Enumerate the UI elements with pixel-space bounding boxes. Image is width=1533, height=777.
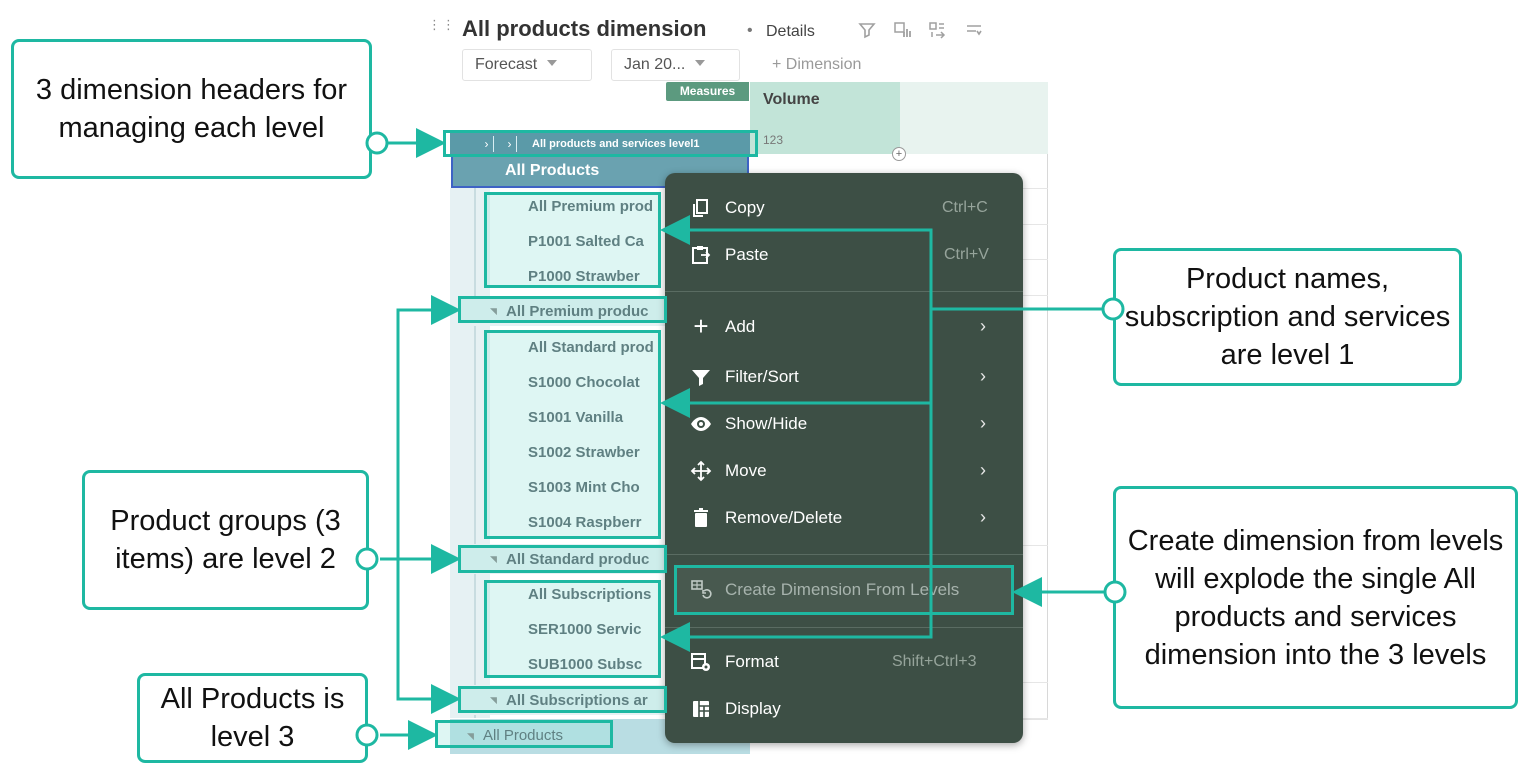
add-column-icon[interactable]: + — [892, 147, 906, 161]
callout-level1: Product names, subscription and services… — [1113, 248, 1462, 386]
level1-group1-highlight — [484, 192, 661, 288]
level2-group2-highlight — [458, 545, 667, 573]
filter-icon — [690, 366, 712, 388]
table-row[interactable]: S1000 Chocolat — [528, 374, 640, 391]
level1-group2-highlight — [484, 330, 661, 539]
period-dropdown[interactable]: Jan 20... — [611, 49, 740, 81]
title-separator: • — [747, 22, 753, 39]
row-divider — [1000, 682, 1048, 683]
drag-handle-icon[interactable]: ⋮⋮ — [428, 17, 456, 32]
row-divider — [1000, 718, 1048, 719]
eye-icon — [690, 413, 712, 435]
forecast-dropdown-label: Forecast — [475, 56, 538, 73]
chevron-right-icon: › — [980, 413, 986, 433]
move-icon — [690, 460, 712, 482]
paste-icon — [690, 244, 712, 266]
create-dimension-highlight — [674, 565, 1014, 615]
level1-group3-highlight — [484, 580, 661, 678]
row-divider — [1000, 545, 1048, 546]
volume-column-header[interactable] — [750, 82, 900, 154]
filter-icon[interactable] — [858, 21, 876, 39]
group-row-label: All Standard produc — [506, 551, 650, 568]
table-row[interactable]: SER1000 Servic — [528, 621, 642, 638]
menu-separator — [665, 554, 1023, 555]
format-icon — [690, 651, 712, 673]
empty-column-header — [900, 82, 1048, 154]
table-row[interactable]: S1001 Vanilla — [528, 409, 624, 426]
page-title: All products dimension — [462, 16, 707, 41]
trash-icon — [690, 507, 712, 529]
add-dimension-button[interactable]: + Dimension — [772, 56, 862, 73]
menu-item-add[interactable]: Add — [725, 317, 756, 336]
dimension-header-bar[interactable] — [450, 133, 750, 155]
menu-item-format[interactable]: Format — [725, 652, 779, 671]
chevron-right-icon: › — [980, 507, 986, 527]
level3-highlight — [435, 720, 613, 748]
chevron-right-icon: › — [980, 366, 986, 386]
chevron-down-icon — [547, 59, 558, 66]
table-row[interactable]: P1000 Strawber — [528, 268, 640, 285]
callout-level2: Product groups (3 items) are level 2 — [82, 470, 369, 610]
table-row[interactable]: All Subscriptions — [528, 586, 652, 603]
row-indent-line — [474, 188, 476, 718]
dimension-header-highlight — [443, 130, 758, 157]
menu-item-display[interactable]: Display — [725, 699, 781, 718]
table-row[interactable]: S1002 Strawber — [528, 444, 640, 461]
level3-row-label: All Products — [483, 727, 564, 744]
group-row-label: All Premium produc — [506, 303, 649, 320]
table-row[interactable]: All Premium prod — [528, 198, 654, 215]
display-icon — [690, 698, 712, 720]
group-row-label: All Subscriptions ar — [506, 692, 648, 709]
collapse-triangle-icon[interactable]: ◥ — [490, 695, 497, 705]
callout-level3: All Products is level 3 — [137, 673, 368, 763]
menu-item-paste[interactable]: Paste — [725, 245, 769, 264]
forecast-dropdown[interactable]: Forecast — [462, 49, 592, 81]
chevron-right-icon[interactable]: › — [480, 136, 494, 152]
sort-icon[interactable] — [965, 21, 983, 39]
copy-icon — [690, 197, 712, 219]
menu-item-move[interactable]: Move — [725, 461, 767, 480]
table-row[interactable]: SUB1000 Subsc — [528, 656, 643, 673]
level2-group3-highlight — [458, 686, 667, 713]
callout-create-dimension: Create dimension from levels will explod… — [1113, 486, 1518, 709]
row-indent-strip — [450, 188, 490, 718]
table-row[interactable]: P1001 Salted Ca — [528, 233, 644, 250]
menu-separator — [665, 627, 1023, 628]
chevron-right-icon[interactable]: › — [503, 136, 517, 152]
volume-label: Volume — [763, 91, 820, 108]
level3-header-label: All Products — [505, 162, 600, 179]
table-row[interactable]: All Standard prod — [528, 339, 654, 356]
chevron-right-icon: › — [980, 316, 986, 336]
pivot-icon[interactable] — [928, 21, 946, 39]
format-shortcut: Shift+Ctrl+3 — [892, 653, 977, 670]
details-link[interactable]: Details — [766, 23, 815, 40]
table-row[interactable]: S1003 Mint Cho — [528, 479, 640, 496]
collapse-triangle-icon[interactable]: ◥ — [490, 306, 497, 316]
period-dropdown-label: Jan 20... — [624, 56, 686, 73]
paste-shortcut: Ctrl+V — [944, 246, 989, 263]
menu-item-show-hide[interactable]: Show/Hide — [725, 414, 808, 433]
plus-icon: + — [693, 311, 709, 341]
row-divider — [1000, 224, 1048, 225]
level2-group1-highlight — [458, 296, 667, 323]
row-divider — [1000, 188, 1048, 189]
menu-item-copy[interactable]: Copy — [725, 198, 765, 217]
copy-shortcut: Ctrl+C — [942, 199, 988, 216]
chevron-right-icon: › — [980, 460, 986, 480]
table-row[interactable]: S1004 Raspberr — [528, 514, 642, 531]
dimension-header-label: All products and services level1 — [532, 138, 700, 150]
menu-item-filter-sort[interactable]: Filter/Sort — [725, 367, 799, 386]
collapse-triangle-icon[interactable]: ◥ — [490, 554, 497, 564]
chart-icon[interactable] — [893, 21, 911, 39]
measures-tag[interactable]: Measures — [666, 82, 749, 101]
collapse-triangle-icon[interactable]: ◥ — [467, 731, 474, 741]
menu-item-remove-delete[interactable]: Remove/Delete — [725, 508, 843, 527]
callout-dimension-headers: 3 dimension headers for managing each le… — [11, 39, 372, 179]
chevron-down-icon — [695, 59, 706, 66]
menu-separator — [665, 291, 1023, 292]
number-format-label: 123 — [763, 133, 784, 147]
